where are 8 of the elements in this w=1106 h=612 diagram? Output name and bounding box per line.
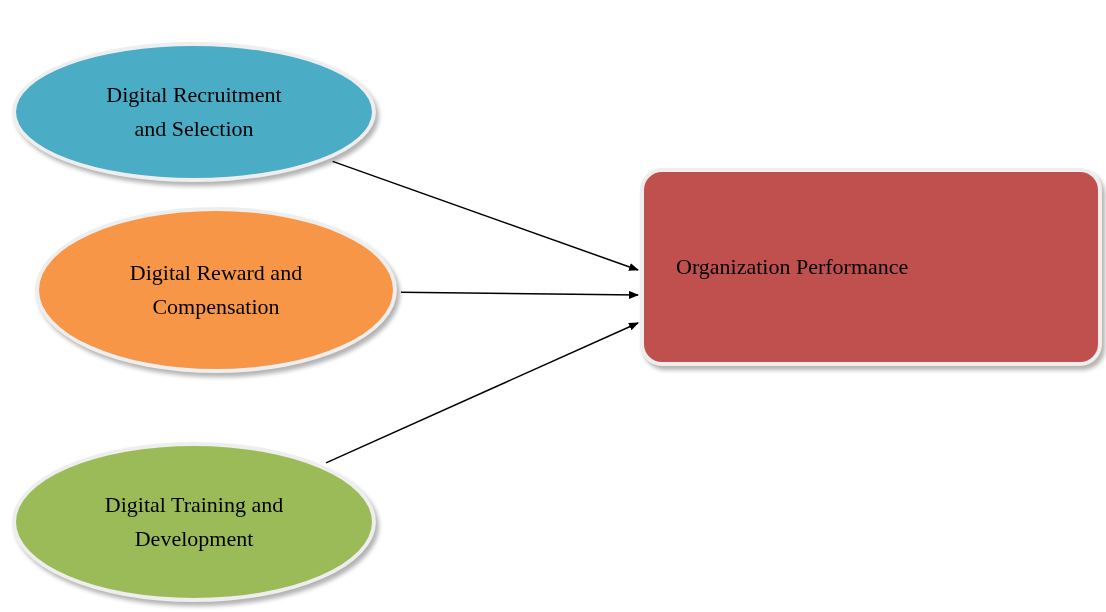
arrow <box>325 322 639 464</box>
node-label: Digital Recruitment and Selection <box>105 81 283 143</box>
node-label: Organization Performance <box>676 253 909 281</box>
node-label: Digital Training and Development <box>103 491 285 553</box>
node-label: Digital Reward and Compensation <box>128 259 304 321</box>
arrow <box>331 160 639 271</box>
outcome-box <box>640 168 1102 366</box>
arrow <box>400 290 639 299</box>
